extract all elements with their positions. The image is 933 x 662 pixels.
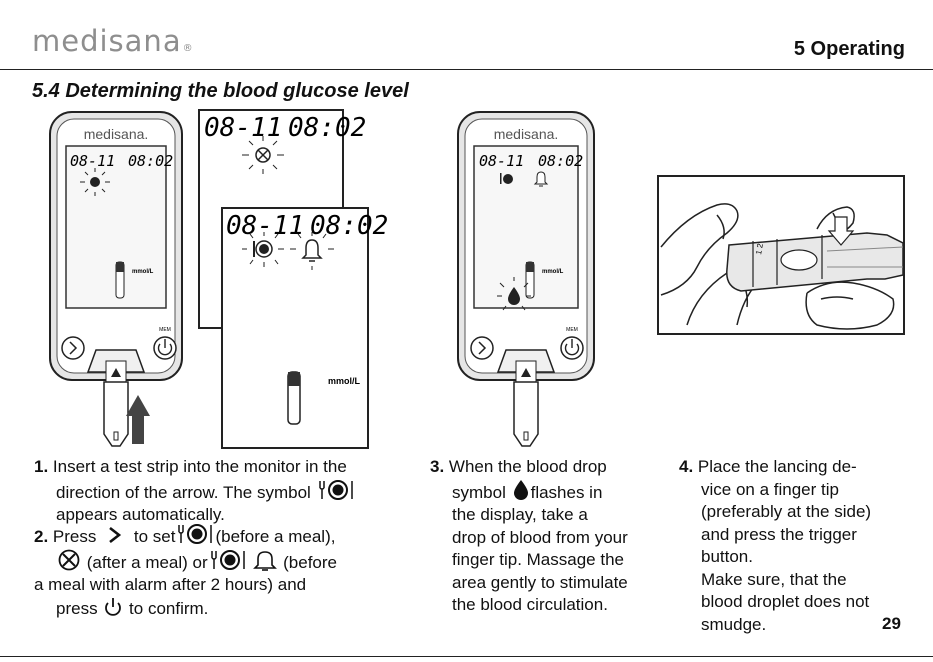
svg-text:08-11: 08-11 bbox=[204, 113, 282, 143]
page-number: 29 bbox=[882, 614, 901, 633]
chapter-title: 5 Operating bbox=[793, 38, 905, 60]
arrow-up-icon bbox=[126, 395, 150, 444]
svg-text:08:02: 08:02 bbox=[128, 152, 173, 170]
arrow-down-icon bbox=[827, 216, 855, 246]
lancing-device: 1 2 bbox=[726, 232, 904, 292]
meter-illustration-insert: medisana. 08-11 08:02 mmol/L MEM bbox=[49, 111, 183, 447]
chevron-right-icon[interactable] bbox=[61, 336, 85, 360]
blood-drop-icon bbox=[513, 479, 528, 500]
blood-drop-icon bbox=[497, 277, 531, 311]
before-meal-icon bbox=[80, 168, 110, 196]
svg-text:08-11: 08-11 bbox=[70, 152, 115, 170]
bell-icon bbox=[290, 232, 334, 270]
chevron-right-icon[interactable] bbox=[470, 336, 494, 360]
svg-text:08-11: 08-11 bbox=[479, 152, 524, 170]
svg-text:08-11: 08-11 bbox=[226, 211, 304, 241]
svg-text:08:02: 08:02 bbox=[538, 152, 583, 170]
lancing-device-illustration: 1 2 bbox=[657, 175, 905, 335]
test-strip bbox=[513, 381, 539, 447]
test-strip-icon bbox=[525, 261, 535, 299]
meter-illustration-blood-drop: medisana. 08-11 08:02 mmol/L MEM bbox=[457, 111, 595, 447]
svg-text:MEM: MEM bbox=[566, 327, 578, 333]
power-icon bbox=[105, 597, 122, 616]
zoom-display-before-meal-alarm: 08-11 08:02 mmol/L bbox=[221, 207, 388, 449]
meter-brand: medisana. bbox=[84, 126, 149, 142]
before-meal-icon bbox=[242, 232, 284, 267]
chevron-right-icon bbox=[109, 526, 122, 544]
after-meal-icon bbox=[242, 136, 284, 174]
power-icon[interactable] bbox=[153, 336, 177, 360]
footer-rule bbox=[0, 656, 933, 657]
svg-text:mmol/L: mmol/L bbox=[542, 269, 564, 275]
section-title: 5.4 Determining the blood glucose level bbox=[32, 80, 409, 102]
test-strip bbox=[103, 381, 129, 447]
bell-icon bbox=[253, 550, 278, 571]
svg-text:mmol/L: mmol/L bbox=[328, 376, 361, 386]
before-meal-icon bbox=[178, 524, 213, 544]
test-strip-icon bbox=[115, 261, 125, 299]
step-2: 2. Press to set (before a meal), (after … bbox=[34, 523, 424, 620]
svg-text:1 2: 1 2 bbox=[754, 242, 765, 255]
brand-logo: medisana® bbox=[32, 24, 194, 58]
step-3: 3. When the blood drop symbol flashes in… bbox=[430, 457, 628, 614]
before-meal-icon bbox=[318, 479, 353, 500]
before-meal-icon bbox=[500, 173, 513, 184]
svg-text:08:02: 08:02 bbox=[310, 211, 388, 241]
test-strip-icon bbox=[287, 371, 301, 425]
svg-text:mmol/L: mmol/L bbox=[132, 269, 154, 275]
before-meal-icon bbox=[210, 549, 245, 570]
power-icon[interactable] bbox=[560, 336, 584, 360]
bell-icon bbox=[533, 171, 549, 187]
header-rule bbox=[0, 69, 933, 70]
svg-text:medisana.: medisana. bbox=[494, 126, 559, 142]
after-meal-icon bbox=[58, 549, 80, 570]
step-4: 4. Place the lancing de- vice on a finge… bbox=[679, 457, 872, 634]
svg-text:08:02: 08:02 bbox=[288, 113, 366, 143]
step-1: 1. Insert a test strip into the monitor … bbox=[34, 456, 414, 527]
svg-text:MEM: MEM bbox=[159, 327, 171, 333]
